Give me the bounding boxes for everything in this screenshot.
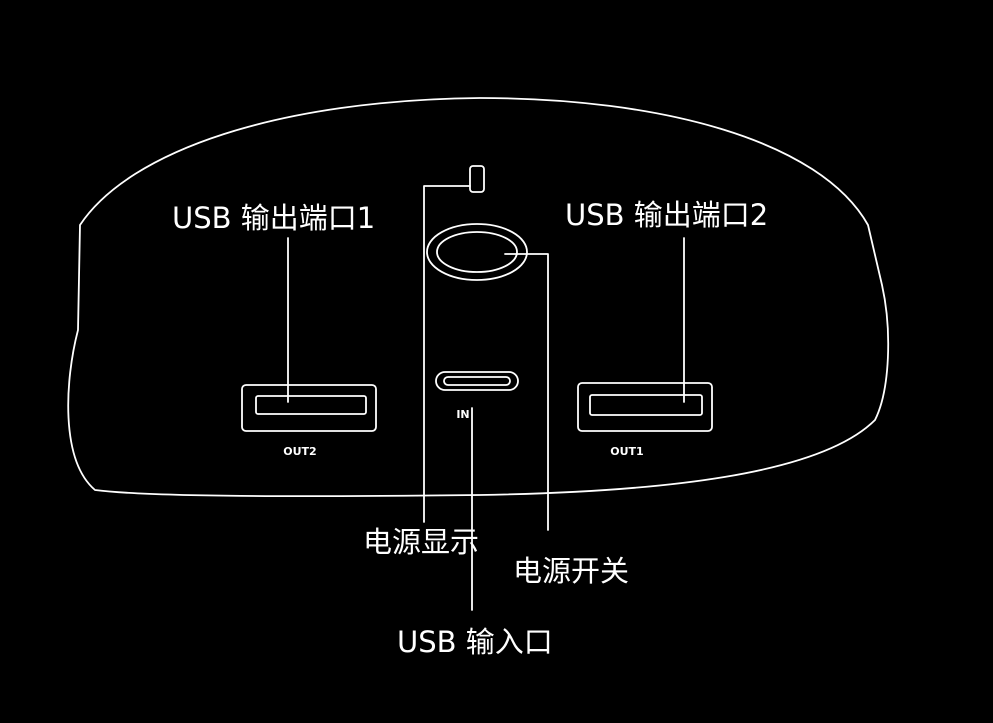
label-power-switch: 电源开关 (513, 554, 629, 588)
leader-power-switch (504, 253, 549, 531)
leader-power-display (423, 185, 471, 523)
usb-port-out1 (577, 382, 713, 432)
usb-input-port (435, 371, 519, 391)
power-indicator-led (469, 165, 485, 193)
port-mark-out2: OUT2 (283, 445, 316, 458)
label-usb-out-2: USB 输出端口2 (565, 198, 768, 232)
device-body (67, 97, 890, 498)
port-mark-out1: OUT1 (610, 445, 643, 458)
usb-port-out2 (241, 384, 377, 432)
port-mark-in: IN (456, 408, 469, 421)
label-usb-out-1: USB 输出端口1 (172, 201, 375, 235)
label-usb-input: USB 输入口 (397, 625, 553, 659)
label-power-display: 电源显示 (363, 525, 479, 559)
power-switch-button (426, 223, 528, 281)
